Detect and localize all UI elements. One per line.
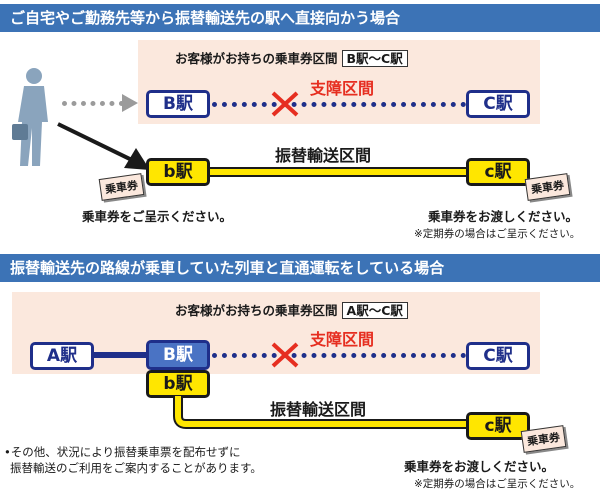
station-b-upper: B駅 [146,340,210,370]
ticket-tag-left: 乗車券 [98,173,145,201]
station-c-upper: C駅 [466,90,530,118]
ticket-range-value: A駅〜C駅 [341,302,408,319]
footnote-line1: •その他、状況により振替乗車票を配布せずに [4,445,241,459]
station-a: A駅 [30,342,94,370]
ticket-range-label: お客様がお持ちの乗車券区間 [175,51,338,66]
transfer-route-line [173,396,466,429]
route-label: 振替輸送区間 [270,400,367,419]
section1-header: ご自宅やご勤務先等から振替輸送先の駅へ直接向かう場合 [0,4,600,32]
line-a-b [94,352,148,358]
transfer-route-line [210,167,466,177]
blocked-line [212,353,466,358]
station-b-lower: b駅 [146,370,210,398]
note-pass: ※定期券の場合はご呈示ください。 [414,478,581,490]
route-label: 振替輸送区間 [275,146,372,165]
ticket-range-value: B駅〜C駅 [341,50,408,67]
blocked-line [212,102,466,107]
ticket-tag: 乗車券 [520,425,567,453]
ticket-tag-right: 乗車券 [524,173,571,201]
section2-header: 振替輸送先の路線が乗車していた列車と直通運転をしている場合 [0,254,600,282]
station-c-lower: c駅 [466,158,530,186]
cross-icon [271,91,299,117]
ticket-range-label: お客様がお持ちの乗車券区間 [175,303,338,318]
message-hand-ticket: 乗車券をお渡しください。 [428,209,579,224]
arrow-icon [57,122,150,170]
station-b-lower: b駅 [146,158,210,186]
section2-ticket-area [12,292,540,374]
message-show-ticket: 乗車券をご呈示ください。 [82,209,233,224]
station-c-lower: c駅 [466,412,530,440]
station-b-upper: B駅 [146,90,210,118]
obstacle-label: 支障区間 [310,79,375,98]
person-icon [12,68,48,166]
arrow-icon [122,94,138,112]
obstacle-label: 支障区間 [310,330,375,349]
footnote-line2: 振替輸送のご利用をご案内することがあります。 [10,461,262,475]
cross-icon [271,342,299,368]
message-hand-ticket: 乗車券をお渡しください。 [404,459,555,474]
walk-path-dotted [62,101,124,106]
note-pass: ※定期券の場合はご呈示ください。 [414,228,581,240]
station-c-upper: C駅 [466,342,530,370]
